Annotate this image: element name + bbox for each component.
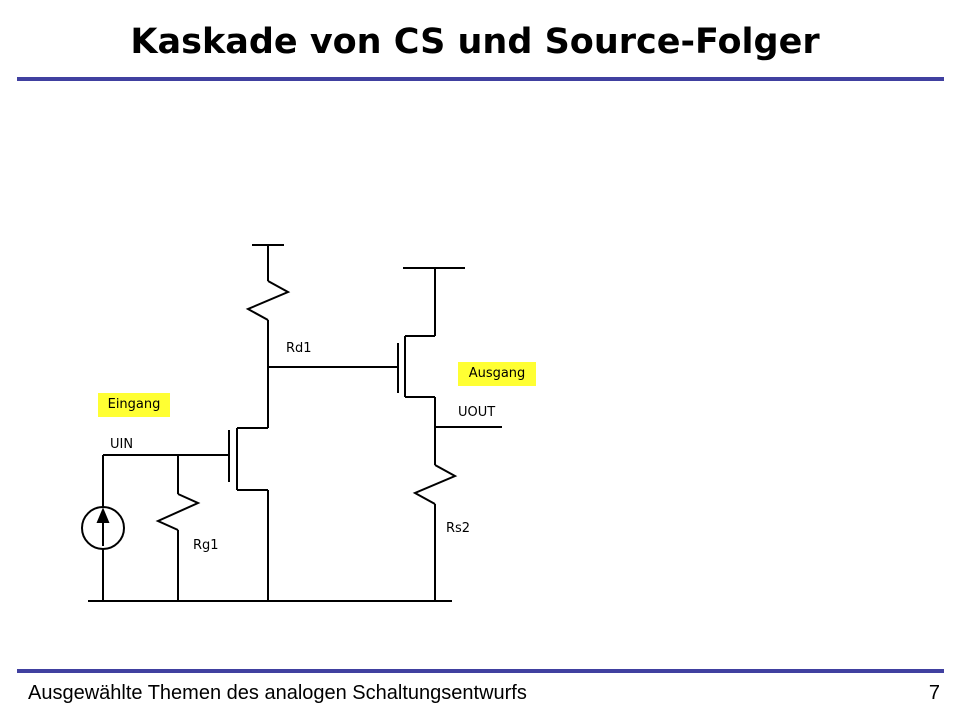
rs2-resistor <box>412 464 458 505</box>
rg1-resistor <box>155 493 201 531</box>
rg1-label: Rg1 <box>193 538 219 553</box>
rd1-label: Rd1 <box>286 341 312 356</box>
footer-text: Ausgewählte Themen des analogen Schaltun… <box>28 682 527 704</box>
uout-label: UOUT <box>458 405 495 420</box>
current-source-symbol <box>81 506 125 550</box>
input-tag-label: Eingang <box>107 397 161 412</box>
rs2-label: Rs2 <box>446 521 470 536</box>
output-tag-label: Ausgang <box>468 366 526 381</box>
rd1-resistor <box>245 280 291 321</box>
footer-divider <box>17 669 944 673</box>
input-tag-box <box>98 393 170 417</box>
current-source-arrow-head <box>96 507 110 523</box>
uin-label: UIN <box>110 437 133 452</box>
output-tag-box <box>458 362 536 386</box>
page-number: 7 <box>928 682 940 704</box>
slide-title: Kaskade von CS und Source-Folger <box>130 22 820 62</box>
title-divider <box>17 77 944 81</box>
